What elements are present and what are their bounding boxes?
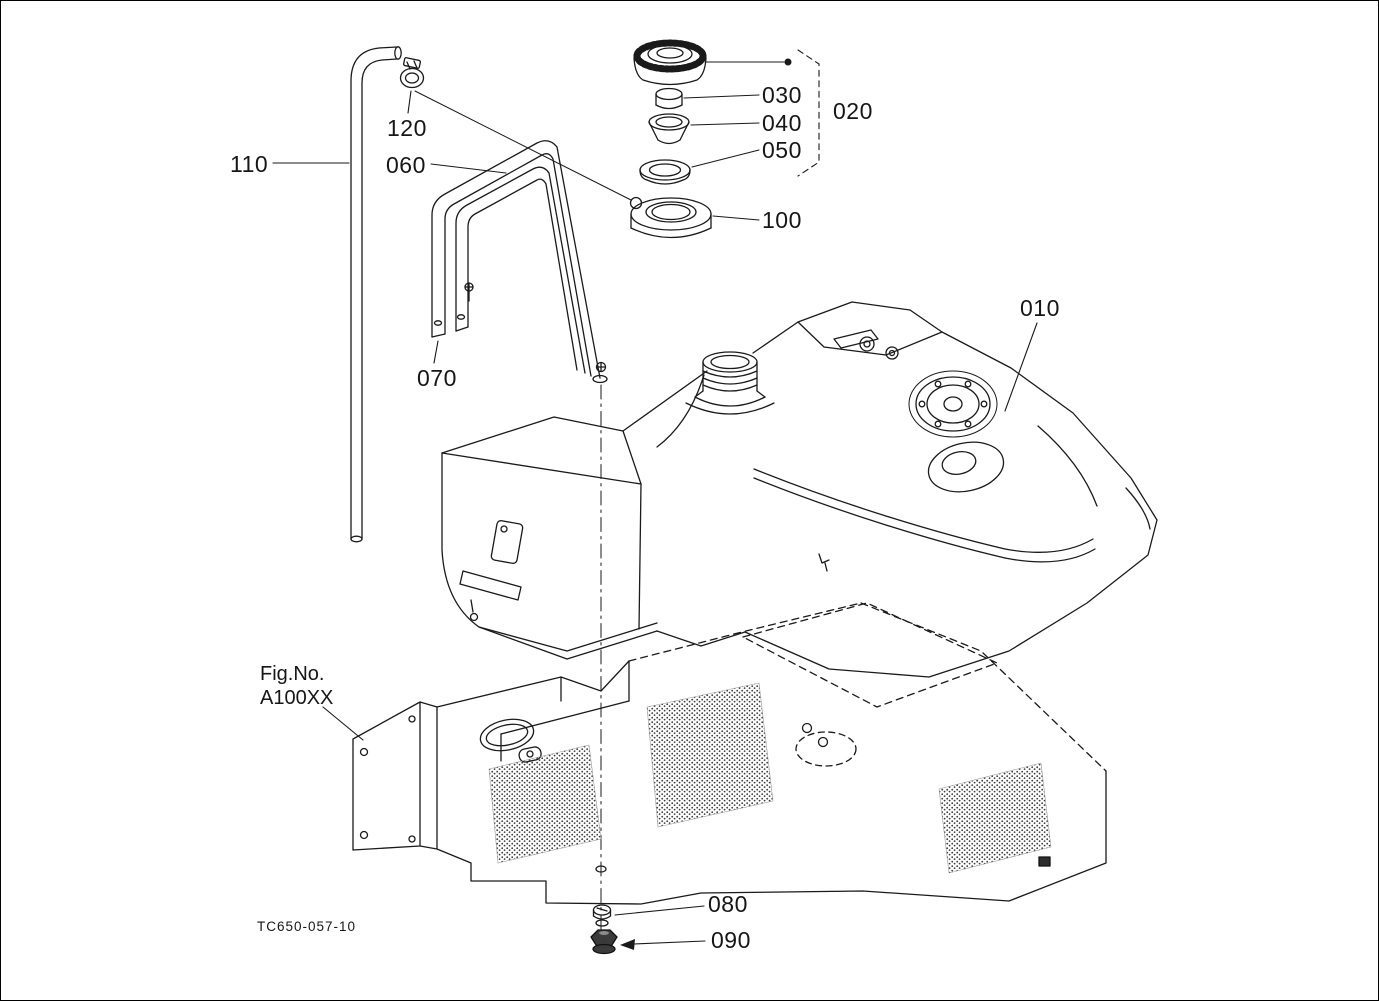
nut-090 bbox=[590, 929, 618, 955]
callout-020: 020 bbox=[833, 98, 873, 124]
breather-tube bbox=[350, 46, 402, 543]
callout-080: 080 bbox=[708, 891, 748, 917]
hose-clamp bbox=[399, 57, 643, 210]
callout-050: 050 bbox=[762, 137, 802, 163]
callout-110: 110 bbox=[230, 151, 269, 177]
fuel-gauge-sender bbox=[908, 370, 998, 438]
figure-note-label: Fig.No. bbox=[260, 663, 325, 685]
leader-lines bbox=[272, 49, 1038, 950]
callout-010: 010 bbox=[1020, 295, 1060, 321]
filler-neck bbox=[685, 351, 775, 415]
callout-060: 060 bbox=[386, 152, 426, 178]
fuel-cap bbox=[633, 39, 707, 86]
figure-note-value: A100XX bbox=[260, 687, 334, 709]
part-030-inner-cap bbox=[655, 87, 683, 110]
figure-note: Fig.No. A100XX bbox=[260, 662, 333, 710]
callout-100: 100 bbox=[762, 207, 802, 233]
tank-strap-outer bbox=[431, 140, 601, 379]
part-050-gasket bbox=[639, 159, 691, 185]
callout-090: 090 bbox=[711, 927, 751, 953]
part-040-retainer-cup bbox=[648, 113, 690, 145]
part-100-filler-grommet bbox=[630, 197, 712, 239]
callout-070: 070 bbox=[417, 365, 457, 391]
tank-strap-inner bbox=[455, 166, 586, 374]
drawing-code: TC650-057-10 bbox=[257, 919, 357, 934]
callout-030: 030 bbox=[762, 82, 802, 108]
callout-040: 040 bbox=[762, 110, 802, 136]
callout-120: 120 bbox=[387, 115, 427, 141]
fuel-tank bbox=[441, 301, 1158, 678]
base-plate bbox=[352, 602, 1107, 905]
strap-screw bbox=[592, 361, 608, 937]
bolt-080 bbox=[592, 904, 612, 927]
